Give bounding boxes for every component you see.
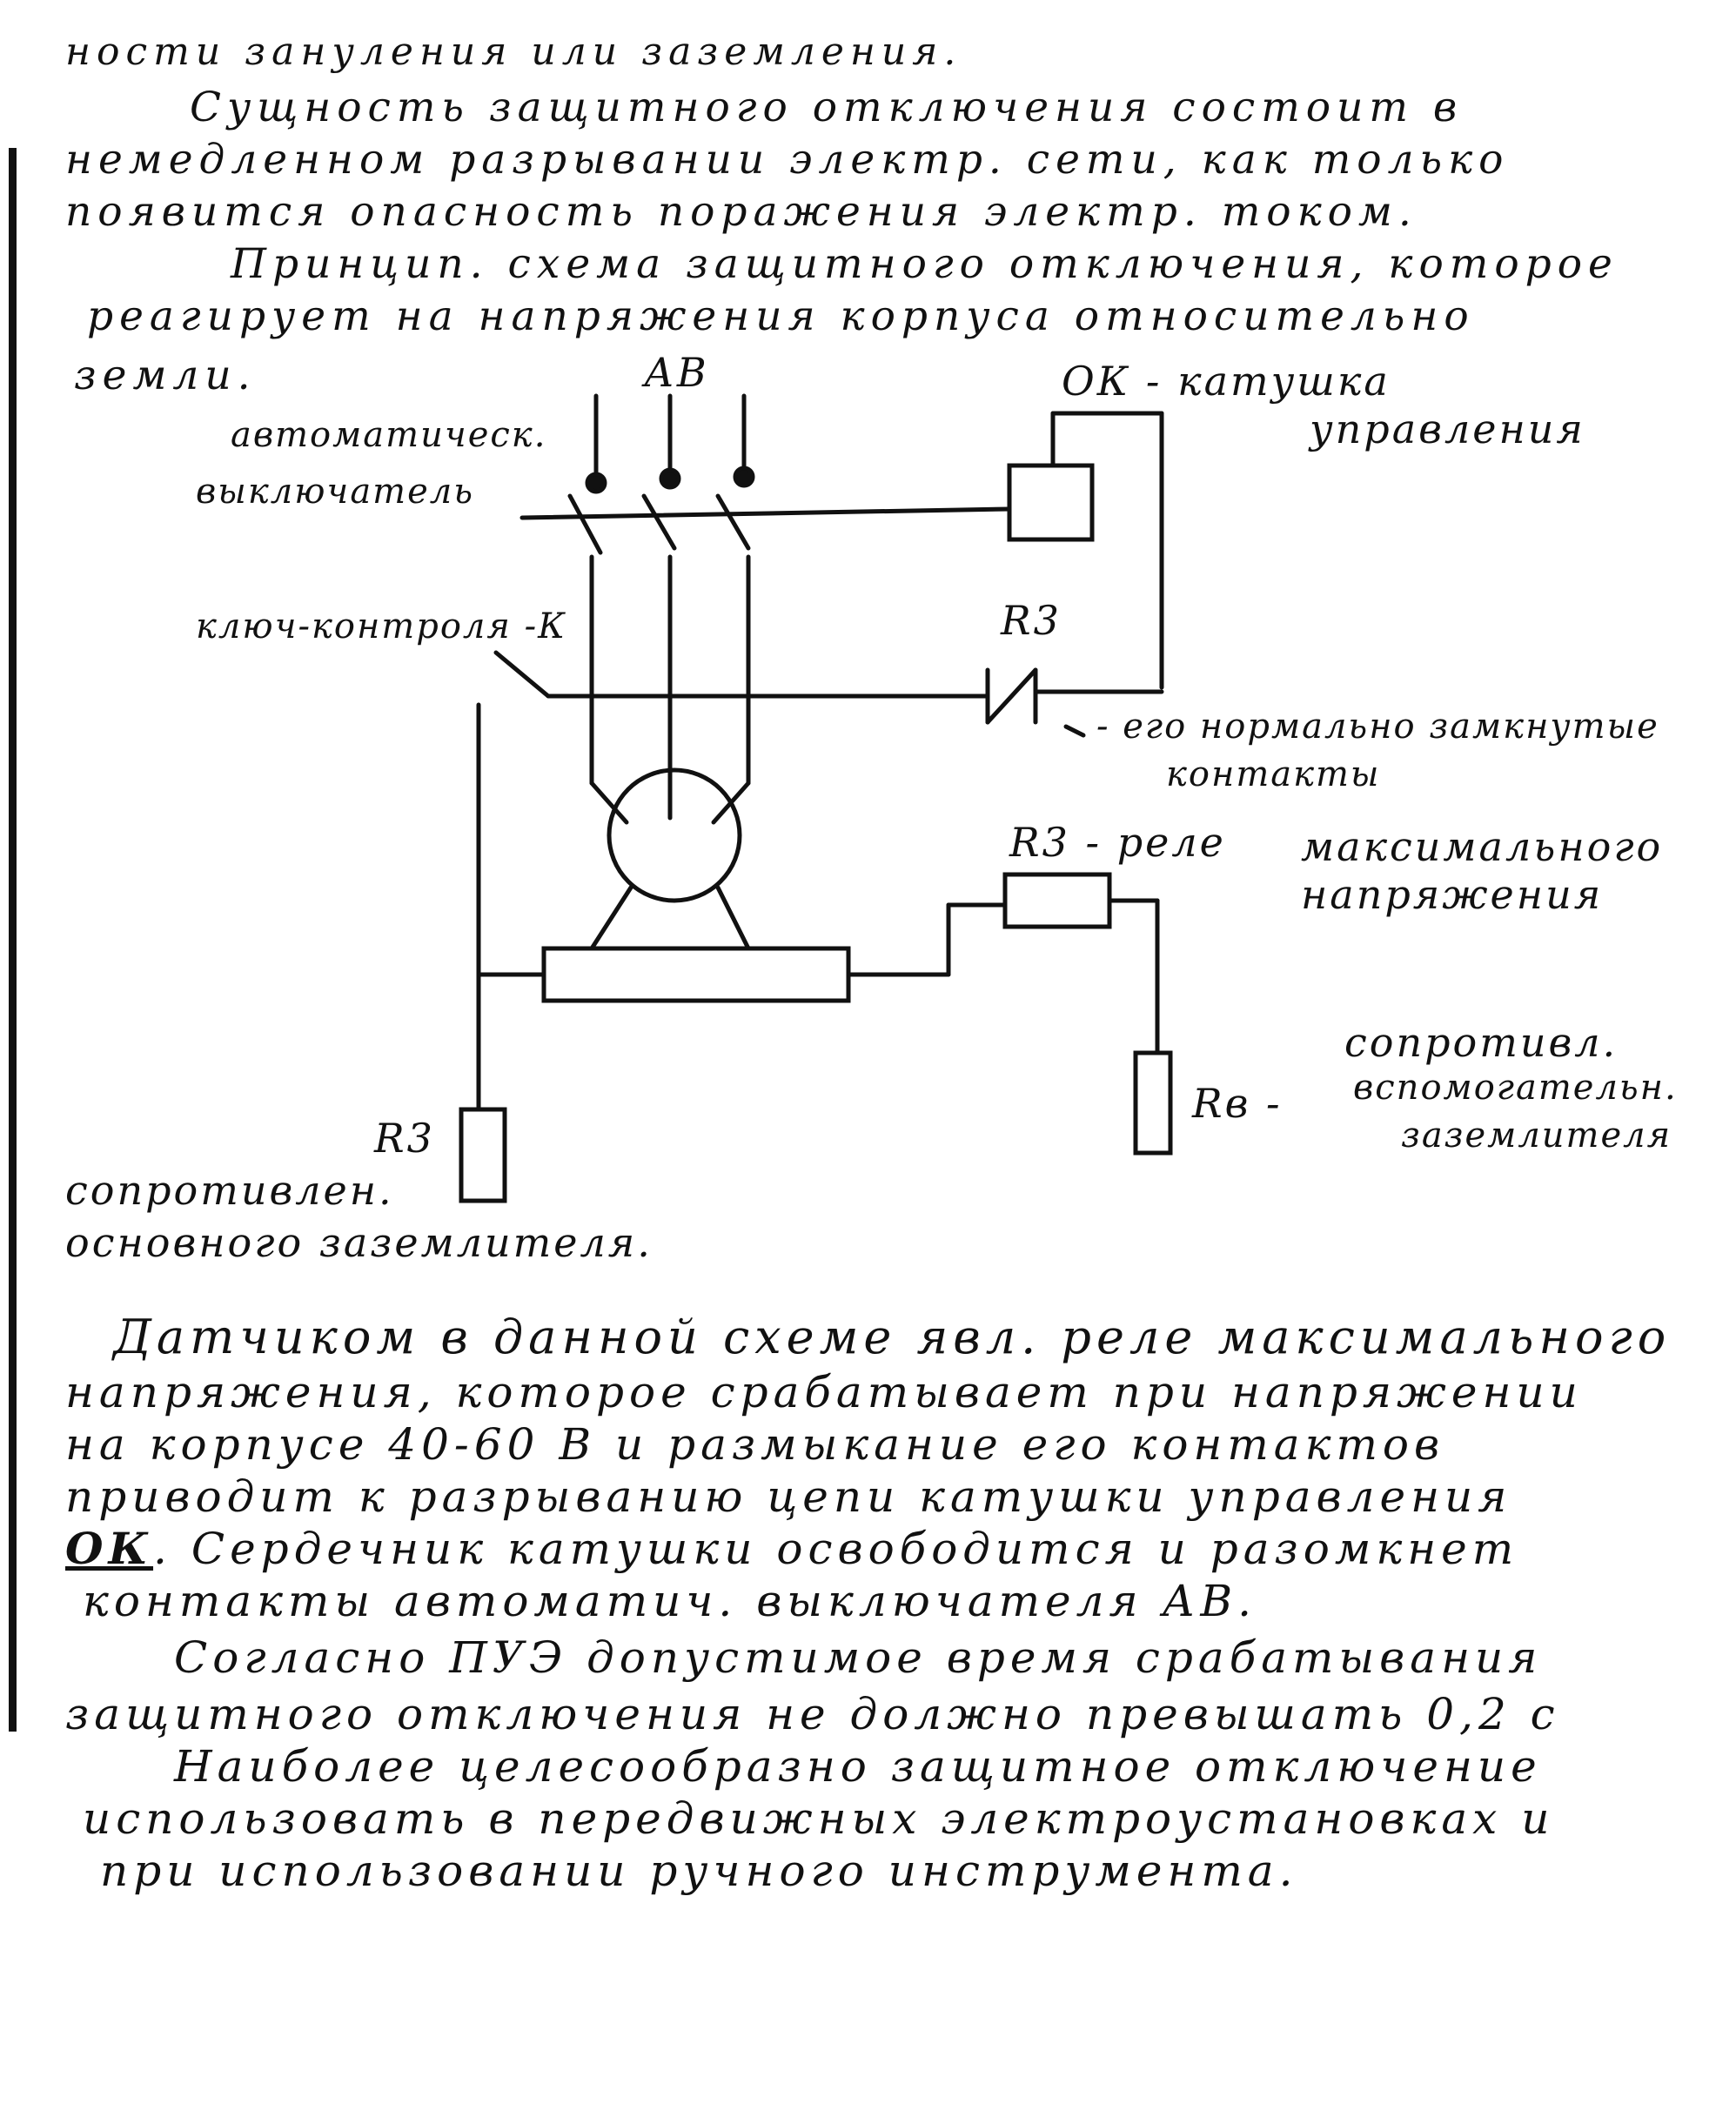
- coil-ok: [1007, 463, 1095, 542]
- text-line-1: ности зануления или заземления.: [65, 30, 962, 74]
- relay-r3-box: [1002, 872, 1112, 929]
- bottom-line-8: защитного отключения не должно превышать…: [65, 1689, 1560, 1739]
- bottom-line-7: Согласно ПУЭ допустимое время срабатыван…: [174, 1632, 1543, 1683]
- bottom-line-5: ОК. Сердечник катушки освободится и разо…: [65, 1527, 1518, 1571]
- text-line-2: Сущность защитного отключения состоит в: [190, 84, 1464, 131]
- bottom-line-9: Наиболее целесообразно защитное отключен…: [174, 1741, 1542, 1792]
- motor-leg-left: [589, 885, 633, 951]
- bottom-line-10: использовать в передвижных электроустано…: [83, 1793, 1555, 1844]
- label-contacts-2: контакты: [1166, 754, 1381, 794]
- label-main-2: основного заземлителя.: [65, 1219, 653, 1266]
- terminal-dot-b: [659, 467, 681, 490]
- contacts-pointer: [1063, 724, 1086, 738]
- label-contacts: - его нормально замкнутые: [1096, 707, 1659, 747]
- mechanical-link: [519, 506, 1012, 520]
- motor-wire-a-end: [589, 781, 629, 825]
- label-relay-desc: максимального: [1301, 823, 1664, 870]
- bottom-line-6: контакты автоматич. выключателя АВ.: [83, 1576, 1257, 1626]
- margin-line: [9, 148, 17, 1732]
- label-main: сопротивлен.: [65, 1167, 394, 1214]
- bottom-line-11: при использовании ручного инструмента.: [100, 1846, 1298, 1896]
- bottom-line-5-rest: . Сердечник катушки освободится и разомк…: [153, 1524, 1519, 1574]
- motor-circle: [607, 767, 742, 903]
- text-line-4: появится опасность поражения электр. ток…: [65, 188, 1418, 236]
- bottom-line-3: на корпусе 40-60 В и размыкание его конт…: [65, 1419, 1445, 1470]
- relay-contact-slash: [985, 667, 1038, 725]
- label-rb: Rв -: [1192, 1080, 1283, 1127]
- label-aux: сопротивл.: [1344, 1019, 1619, 1066]
- bottom-line-2: напряжения, которое срабатывает при напр…: [65, 1367, 1583, 1417]
- motor-leg-right: [715, 885, 751, 951]
- label-ok-coil: ОК - катушка: [1062, 358, 1391, 405]
- text-line-6: реагирует на напряжения корпуса относите…: [87, 292, 1475, 340]
- terminal-dot-a: [585, 472, 607, 494]
- label-aux-3: заземлителя: [1401, 1116, 1672, 1156]
- text-line-7: земли.: [74, 352, 257, 399]
- label-relay: R3 - реле: [1009, 819, 1226, 866]
- label-auto-switch: автоматическ.: [231, 415, 547, 455]
- label-key: ключ-контроля -К: [196, 606, 567, 647]
- label-r3-top: R3: [1001, 597, 1062, 644]
- label-av: АВ: [644, 349, 709, 396]
- switch-contact-b: [641, 493, 677, 551]
- motor-frame: [541, 946, 851, 1003]
- label-r3-main: R3: [374, 1115, 435, 1162]
- text-line-3: немедленном разрывании электр. сети, как…: [65, 136, 1510, 184]
- r3-main-resistor: [459, 1107, 507, 1203]
- ok-abbrev: ОК: [65, 1523, 154, 1574]
- bottom-line-1: Датчиком в данной схеме явл. реле максим…: [113, 1310, 1672, 1364]
- switch-contact-a: [567, 493, 603, 555]
- label-auto-switch-2: выключатель: [196, 472, 475, 512]
- key-contact-k: [493, 650, 551, 699]
- label-relay-desc-2: напряжения: [1301, 871, 1604, 918]
- bottom-line-4: приводит к разрыванию цепи катушки управ…: [65, 1471, 1512, 1522]
- terminal-dot-c: [733, 466, 755, 488]
- text-line-5: Принцип. схема защитного отключения, кот…: [231, 240, 1619, 288]
- label-ok-coil-2: управления: [1310, 405, 1585, 452]
- label-aux-2: вспомогательн.: [1353, 1068, 1678, 1108]
- rb-resistor: [1133, 1050, 1173, 1156]
- switch-contact-c: [715, 493, 751, 551]
